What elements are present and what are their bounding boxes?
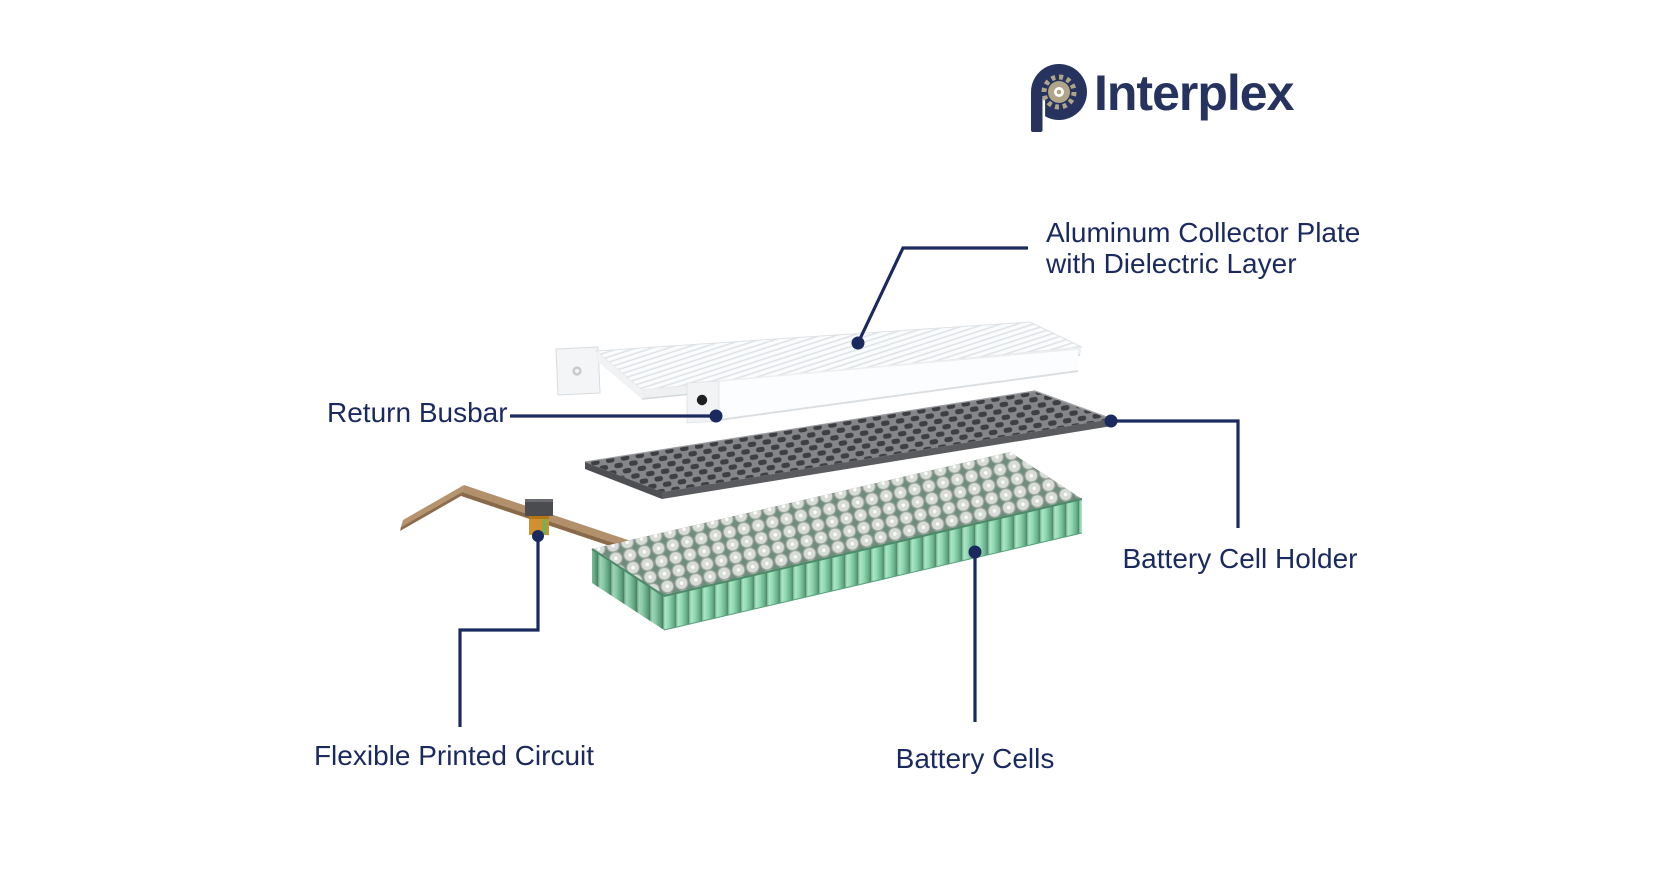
fpc-flex-shadow xyxy=(529,516,549,519)
leader-dot-fpc xyxy=(532,530,544,542)
busbar-top-edge xyxy=(718,348,1079,382)
leader-dot-battery-cells xyxy=(968,545,982,559)
label-collector-plate-line2: with Dielectric Layer xyxy=(1046,248,1297,279)
busbar-front-face xyxy=(719,349,1078,420)
interplex-logo-icon xyxy=(1031,64,1087,132)
logo-wordmark: Interplex xyxy=(1094,65,1294,121)
fpc-connector xyxy=(525,499,553,516)
fpc-strip-left-edge xyxy=(400,492,462,531)
cell-holder-graphic xyxy=(584,390,1113,499)
leader-fpc xyxy=(458,536,540,727)
holder-perforation xyxy=(585,391,1112,492)
holder-back-edge xyxy=(584,390,1036,463)
collector-plate-left-rim xyxy=(596,351,642,399)
leader-cell-holder xyxy=(1111,419,1240,528)
collector-plate-perforation xyxy=(596,322,1082,390)
leader-dots xyxy=(532,336,1118,559)
fpc-graphic xyxy=(400,485,631,552)
cells-front-top-edge xyxy=(663,498,1083,597)
cells-left-face-shade xyxy=(592,549,664,630)
leader-lines xyxy=(458,246,1240,727)
cells-bottom-edge xyxy=(663,532,1083,631)
holder-left-thickness xyxy=(585,462,662,499)
leader-dot-cell-holder xyxy=(1104,414,1118,428)
label-return-busbar: Return Busbar xyxy=(327,397,508,428)
logo-p-stem xyxy=(1031,92,1043,132)
cells-left-face xyxy=(592,549,664,630)
cells-front-face xyxy=(664,499,1082,630)
busbar-hole xyxy=(696,394,708,406)
logo-p-counter-gap xyxy=(1042,98,1046,132)
leader-collector-plate xyxy=(856,246,1028,344)
logo-gear-teeth xyxy=(1041,74,1077,110)
cells-top-circles xyxy=(592,452,1082,596)
logo-gear-hub-dot xyxy=(1056,89,1062,95)
label-collector-plate: Aluminum Collector Plate with Dielectric… xyxy=(1046,217,1360,279)
fpc-strip-left xyxy=(401,485,464,527)
label-battery-cells: Battery Cells xyxy=(895,743,1055,774)
label-cell-holder: Battery Cell Holder xyxy=(1122,543,1358,574)
fpc-connector-highlight xyxy=(525,499,553,502)
leader-dot-collector-plate xyxy=(851,336,865,350)
leader-dot-return-busbar xyxy=(709,409,723,423)
label-flexible-printed-circuit: Flexible Printed Circuit xyxy=(313,740,595,771)
holder-right-edge xyxy=(1034,390,1113,420)
interplex-logo: Interplex xyxy=(1029,58,1294,136)
busbar-bottom-edge xyxy=(718,370,1079,421)
battery-cells-graphic xyxy=(591,452,1083,631)
tab-hole-center xyxy=(574,368,580,374)
fpc-flex-stripe xyxy=(542,517,547,534)
label-collector-plate-line1: Aluminum Collector Plate xyxy=(1046,217,1361,248)
holder-front-thickness xyxy=(662,419,1112,499)
cells-left-top-edge xyxy=(591,548,665,597)
logo-gear-icon xyxy=(1041,74,1077,110)
